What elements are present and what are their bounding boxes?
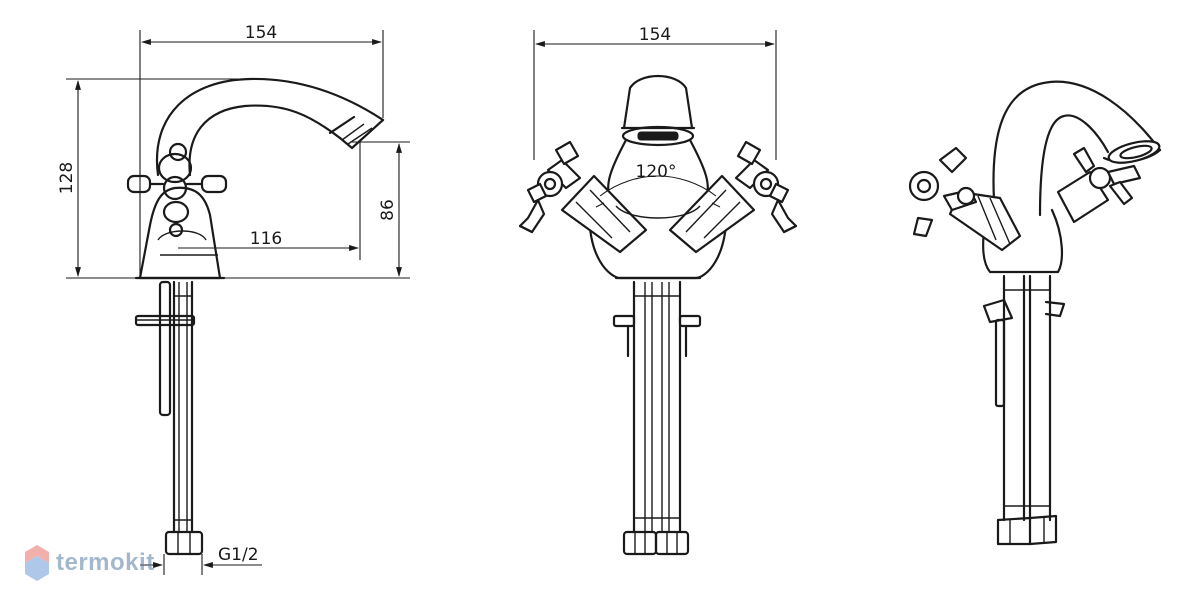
dim-thread: G1/2 xyxy=(218,545,259,565)
dimension-labels: 154 128 86 116 G1/2 154 120° xyxy=(57,23,676,565)
watermark: termokit xyxy=(24,544,155,582)
dim-side-height: 128 xyxy=(57,162,77,194)
front-view xyxy=(518,75,798,556)
dim-handle-angle: 120° xyxy=(636,162,677,182)
side-view xyxy=(126,77,385,556)
front-dimensions xyxy=(533,30,777,160)
side-dimensions xyxy=(66,30,410,575)
perspective-view xyxy=(908,80,1162,546)
dim-side-width: 154 xyxy=(245,23,277,43)
dim-spout-height: 86 xyxy=(378,199,398,221)
dim-front-width: 154 xyxy=(639,25,671,45)
watermark-brand: termokit xyxy=(56,549,155,576)
dim-spout-reach: 116 xyxy=(250,229,282,249)
logo-hexagon-icon xyxy=(25,545,49,581)
